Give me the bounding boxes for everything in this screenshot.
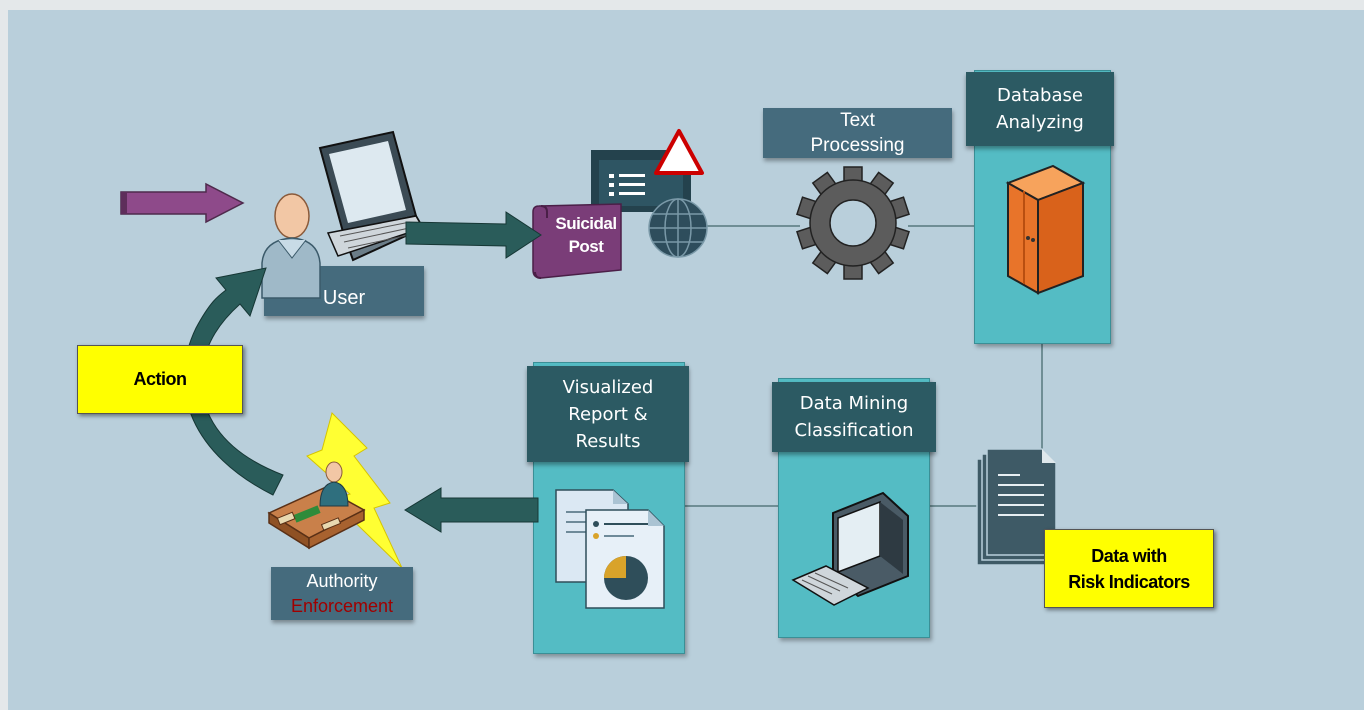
officer-desk-icon xyxy=(267,461,366,550)
authority-line2: Enforcement xyxy=(290,595,394,616)
action-box: Action xyxy=(77,345,243,414)
database-analyzing-line2: Analyzing xyxy=(996,112,1084,133)
desktop-computer-icon xyxy=(791,491,909,606)
data-mining-line1: Data Mining xyxy=(799,393,909,414)
user-person-icon xyxy=(261,193,321,299)
visualized-report-line3: Results xyxy=(575,430,641,452)
input-arrow xyxy=(120,182,245,224)
data-risk-line2: Risk Indicators xyxy=(1068,571,1190,592)
laptop-to-post-arrow xyxy=(405,211,542,259)
authority-enforcement-label: Authority Enforcement xyxy=(271,567,413,620)
text-processing-line1: Text xyxy=(840,110,875,131)
text-processing-label: Text Processing xyxy=(763,108,952,158)
data-risk-indicators-box: Data with Risk Indicators xyxy=(1044,529,1214,608)
suicidal-post-line2: Post xyxy=(568,237,604,256)
authority-line1: Authority xyxy=(306,570,378,591)
connector-lines xyxy=(684,225,1043,507)
visualized-report-header: Visualized Report & Results xyxy=(527,366,689,462)
data-mining-header: Data Mining Classification xyxy=(772,382,936,452)
data-risk-line1: Data with xyxy=(1091,545,1167,566)
visualized-report-line2: Report & xyxy=(568,403,648,425)
visualized-report-line1: Visualized xyxy=(562,376,654,398)
laptop-icon xyxy=(318,130,425,262)
scroll-icon xyxy=(532,203,622,279)
report-documents-icon xyxy=(555,489,665,609)
globe-icon xyxy=(648,198,708,258)
action-label: Action xyxy=(133,369,188,389)
warning-triangle-icon xyxy=(654,129,704,175)
data-mining-line2: Classification xyxy=(794,420,914,441)
suicidal-post-label: Suicidal Post xyxy=(543,212,629,258)
gear-icon xyxy=(796,166,910,280)
server-cabinet-icon xyxy=(1005,164,1086,295)
report-to-authority-arrow xyxy=(404,487,539,533)
suicidal-post-line1: Suicidal xyxy=(555,214,617,233)
database-analyzing-line1: Database xyxy=(997,85,1083,106)
diagram-canvas: Database Analyzing Text Processing xyxy=(8,10,1364,710)
document-stack-icon xyxy=(976,448,1057,566)
database-analyzing-header: Database Analyzing xyxy=(966,72,1114,146)
user-label-text: User xyxy=(322,286,366,309)
text-processing-line2: Processing xyxy=(810,135,905,156)
